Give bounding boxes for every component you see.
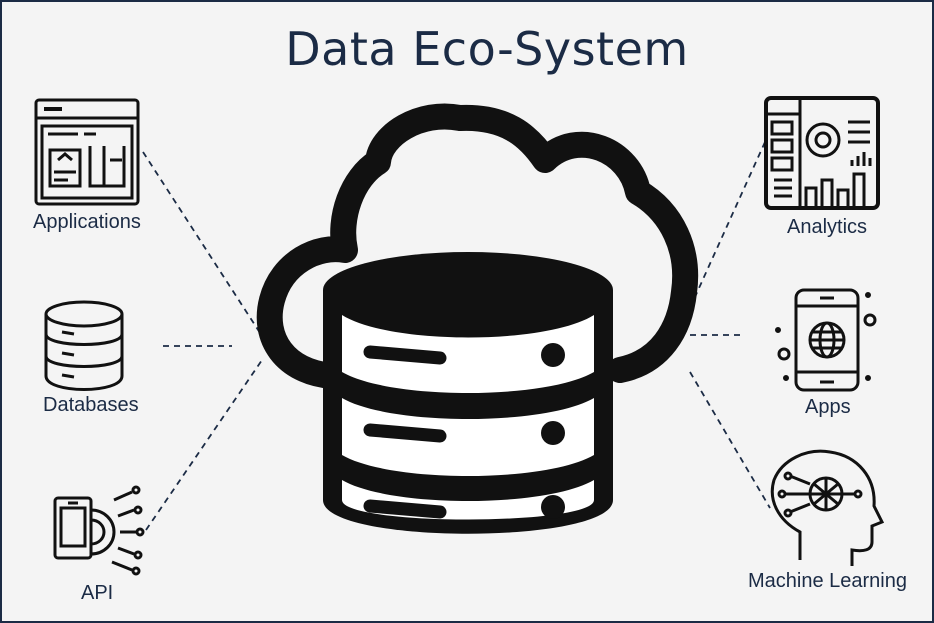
connector-lines [142,141,771,531]
db-section-2 [342,398,594,476]
connector-analytics [689,141,766,309]
db-light-3 [541,495,565,519]
db-section-1 [342,315,594,393]
cloud-database-icon [256,103,699,534]
connector-machine-learning [689,371,771,509]
db-slot-3 [363,499,447,519]
analytics-label: Analytics [787,216,868,238]
apps-label: Apps [805,396,851,418]
diagram-title: Data Eco-System [285,22,689,76]
mobile-globe-icon [775,288,877,392]
analytics-dashboard-icon [764,96,880,210]
applications-label: Applications [33,211,141,233]
db-slot-2 [363,423,447,443]
application-window-icon [34,98,140,206]
connector-applications [142,151,263,337]
api-label: API [81,582,114,604]
db-light-1 [541,343,565,367]
database-stack-icon [44,300,124,391]
ai-head-icon [770,449,885,566]
db-light-2 [541,421,565,445]
cloud-outline [256,103,699,389]
api-device-gear-icon [53,485,145,576]
machine-learning-label: Machine Learning [748,570,907,592]
connector-api [145,359,263,531]
databases-label: Databases [43,394,139,416]
db-slot-1 [363,345,447,365]
